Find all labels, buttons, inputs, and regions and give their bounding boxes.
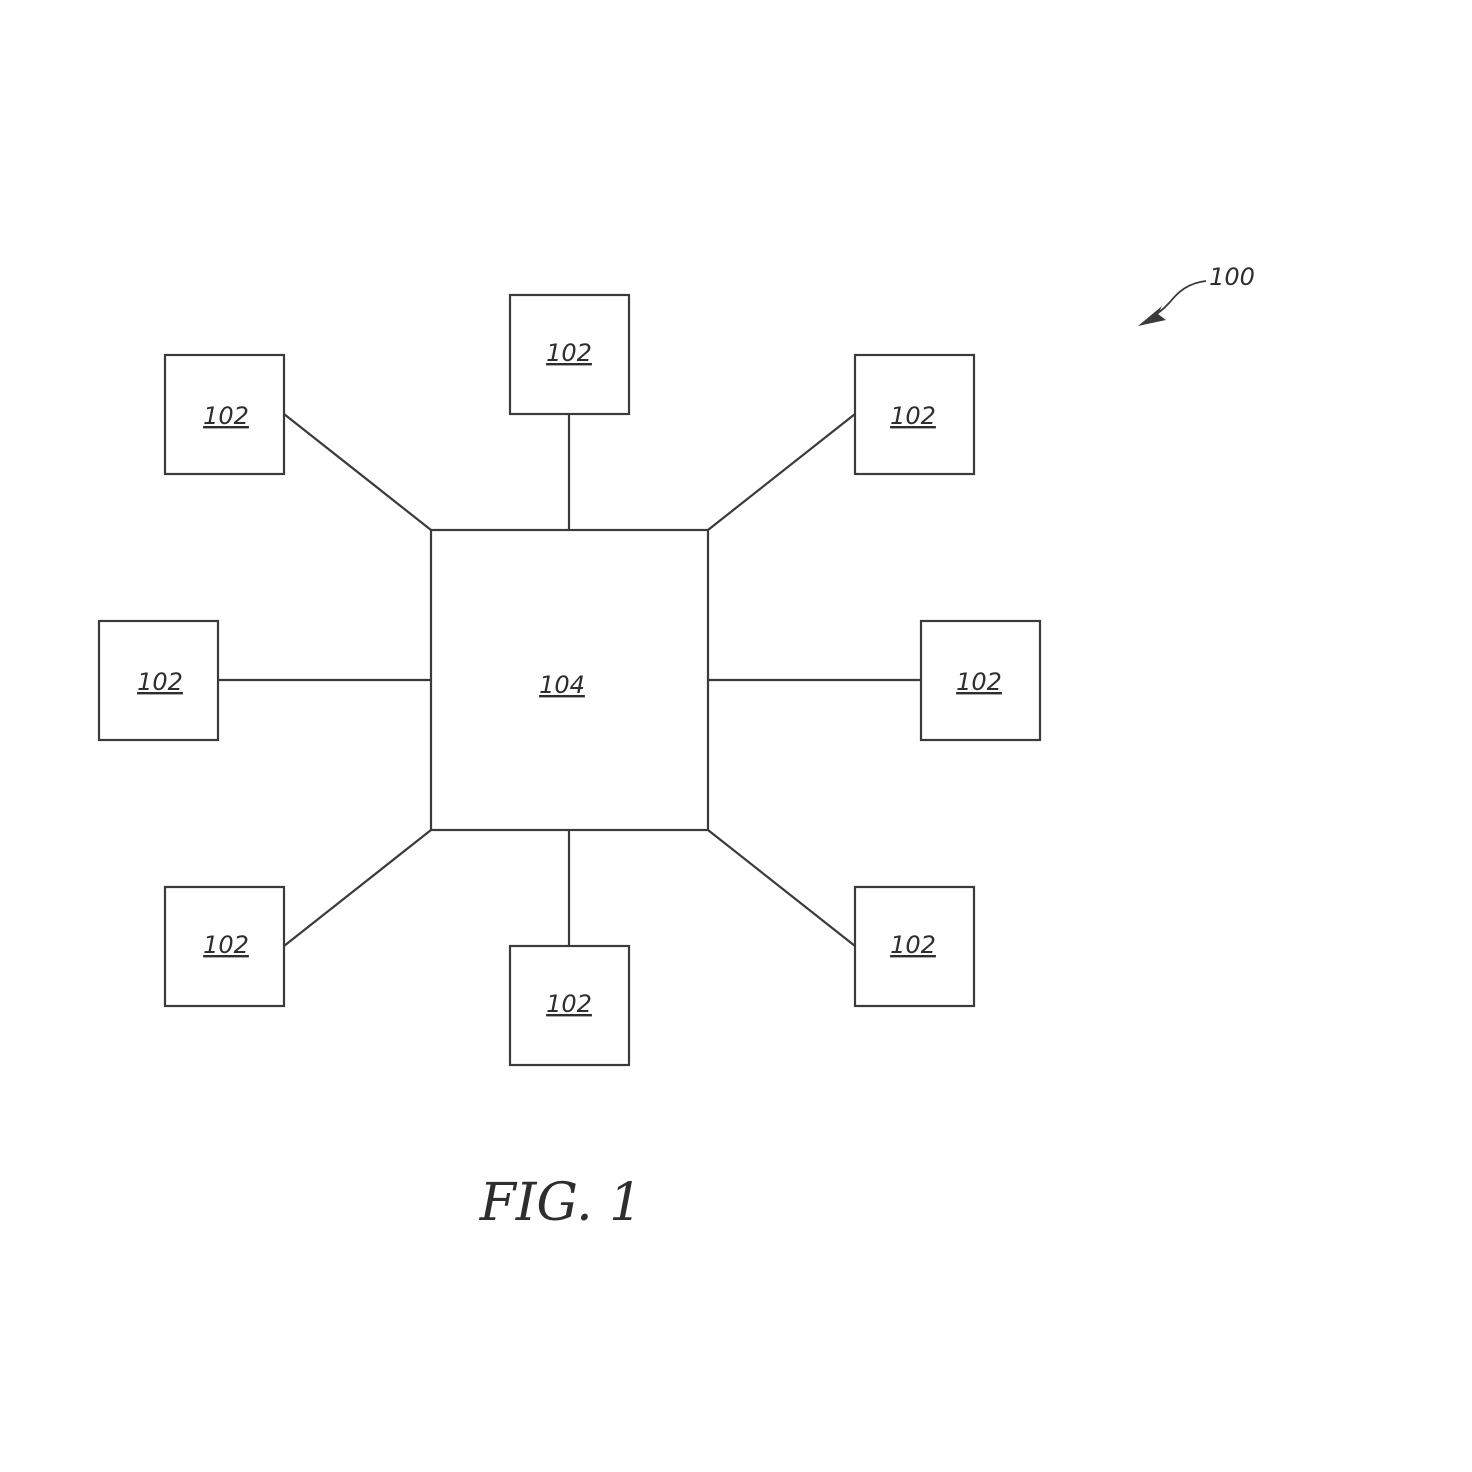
node-label: 102: [956, 668, 1002, 696]
figure-caption: FIG. 1: [479, 1173, 642, 1233]
node-box: [853, 885, 976, 1008]
node-box: [508, 944, 631, 1067]
node-box: [163, 885, 286, 1008]
node-label: 102: [546, 339, 592, 367]
connections: [218, 413, 921, 947]
link-top-right: [707, 413, 856, 531]
node-label: 102: [203, 402, 249, 430]
node-box: [853, 353, 976, 476]
node-label: 102: [546, 990, 592, 1018]
node-right: 102: [919, 619, 1042, 742]
node-box: [163, 353, 286, 476]
node-box: [508, 293, 631, 416]
node-top-left: 102: [163, 353, 286, 476]
node-label: 102: [890, 402, 936, 430]
node-top: 102: [508, 293, 631, 416]
node-bottom: 102: [508, 944, 631, 1067]
node-top-right: 102: [853, 353, 976, 476]
node-label: 102: [890, 931, 936, 959]
node-left: 102: [97, 619, 220, 742]
system-reference: 100: [1138, 263, 1255, 326]
node-bottom-left: 102: [163, 885, 286, 1008]
arrowhead-icon: [1138, 306, 1166, 326]
node-label: 102: [203, 931, 249, 959]
hub-104: 104: [429, 528, 710, 832]
link-bottom-right: [707, 829, 856, 947]
hub-box: [429, 528, 710, 832]
system-ref-label: 100: [1209, 263, 1255, 291]
link-top-left: [283, 413, 432, 531]
link-bottom-left: [283, 829, 432, 947]
node-label: 102: [137, 668, 183, 696]
hub-label: 104: [539, 671, 585, 699]
node-box: [919, 619, 1042, 742]
node-box: [97, 619, 220, 742]
node-bottom-right: 102: [853, 885, 976, 1008]
